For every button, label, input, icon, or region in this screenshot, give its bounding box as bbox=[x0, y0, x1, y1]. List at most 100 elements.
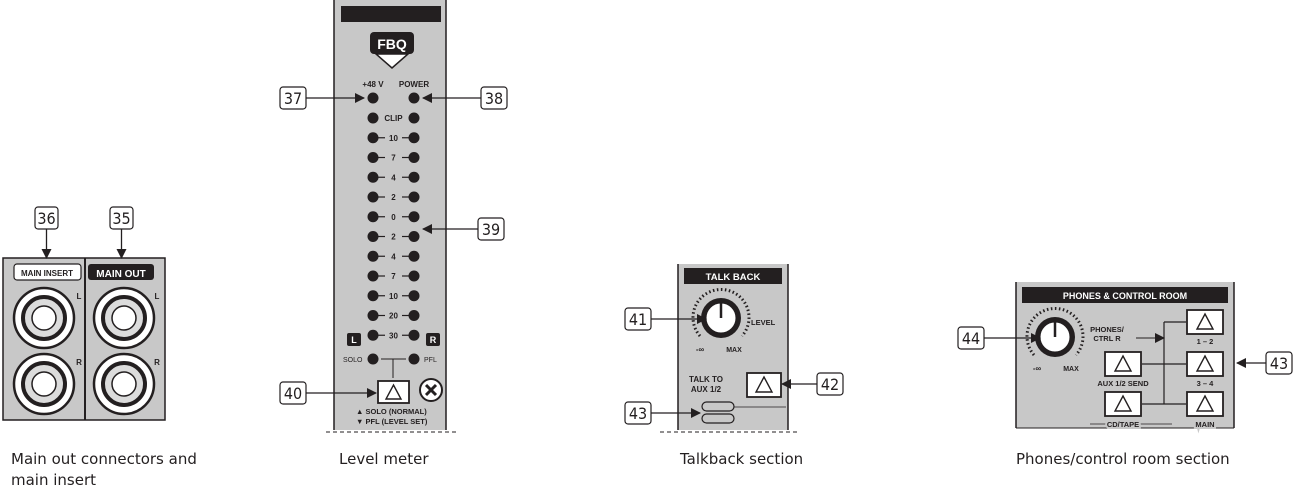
talkback-level-knob[interactable] bbox=[691, 287, 751, 338]
meter-level-label: CLIP bbox=[384, 114, 403, 123]
power-led bbox=[408, 92, 420, 104]
caption-phones: Phones/control room section bbox=[1016, 450, 1230, 468]
callout-43-talkback: 43 bbox=[624, 401, 701, 425]
callout-43-phones: 43 bbox=[1236, 351, 1293, 375]
meter-row: 0 bbox=[367, 211, 420, 223]
talk-to-aux-button[interactable] bbox=[746, 372, 782, 398]
solo-led bbox=[367, 353, 379, 365]
meter-row: 30 bbox=[367, 329, 420, 341]
main-insert-label-box bbox=[13, 263, 82, 281]
meter-level-label: 20 bbox=[389, 312, 398, 321]
meter-level-label: 7 bbox=[391, 154, 396, 163]
talkback-title-bar bbox=[684, 268, 782, 284]
meter-led-right bbox=[408, 270, 420, 282]
svg-text:37: 37 bbox=[284, 89, 302, 108]
callout-39: 39 bbox=[422, 217, 505, 241]
meter-level-label: 4 bbox=[391, 173, 396, 182]
main-out-label: MAIN OUT bbox=[96, 269, 145, 280]
callout-35: 35 bbox=[109, 206, 134, 259]
subgroup-12-label: 1 – 2 bbox=[1197, 337, 1214, 346]
meter-led-left bbox=[367, 191, 379, 203]
caption-level-meter: Level meter bbox=[339, 450, 429, 468]
svg-text:39: 39 bbox=[482, 220, 500, 239]
insert-jack-right[interactable] bbox=[12, 352, 76, 416]
meter-led-right bbox=[408, 191, 420, 203]
callout-38: 38 bbox=[422, 86, 508, 110]
svg-text:42: 42 bbox=[821, 375, 839, 394]
fbq-logo-text: FBQ bbox=[377, 36, 407, 52]
meter-led-right bbox=[408, 290, 420, 302]
callout-41: 41 bbox=[624, 307, 707, 331]
meter-row: 2 bbox=[367, 191, 420, 203]
meter-led-left bbox=[367, 270, 379, 282]
phillips-screw-icon bbox=[419, 378, 443, 402]
callout-42: 42 bbox=[781, 372, 844, 396]
meter-row: CLIP bbox=[367, 112, 420, 124]
meter-row: 4 bbox=[367, 171, 420, 183]
talkback-max-label: MAX bbox=[726, 347, 742, 354]
svg-text:40: 40 bbox=[284, 384, 302, 403]
aux-send-button[interactable] bbox=[1104, 351, 1142, 377]
out-right-marker: R bbox=[154, 358, 160, 367]
callout-37: 37 bbox=[279, 86, 365, 110]
meter-led-left bbox=[367, 310, 379, 321]
talkback-min-label: -∞ bbox=[696, 345, 705, 354]
talkback-panel: TALK BACK LEVEL -∞ MAX TALK TO AUX 1/2 bbox=[660, 264, 798, 433]
main-out-jack-right[interactable] bbox=[92, 352, 156, 416]
talk-to-label-2: AUX 1/2 bbox=[691, 385, 722, 394]
subgroup-34-button[interactable] bbox=[1186, 351, 1224, 377]
main-insert-label: MAIN INSERT bbox=[21, 269, 73, 278]
meter-row: 7 bbox=[367, 270, 420, 282]
meter-level-label: 2 bbox=[391, 193, 396, 202]
meter-level-label: 10 bbox=[389, 134, 398, 143]
svg-text:35: 35 bbox=[112, 209, 130, 228]
solo-note: ▲ SOLO (NORMAL) bbox=[356, 407, 427, 416]
meter-row: 20 bbox=[367, 310, 420, 321]
meter-led-right bbox=[408, 171, 420, 183]
meter-level-label: 0 bbox=[391, 213, 396, 222]
meter-led-right bbox=[408, 231, 420, 242]
meter-led-left bbox=[367, 112, 379, 124]
out-left-marker: L bbox=[155, 292, 160, 301]
meter-led-right bbox=[408, 112, 420, 124]
talk-to-label-1: TALK TO bbox=[689, 375, 723, 384]
phones-label-1: PHONES/ bbox=[1090, 325, 1125, 334]
meter-row: 2 bbox=[367, 231, 420, 242]
talkback-microphone-slots bbox=[701, 401, 735, 424]
insert-jack-left[interactable] bbox=[12, 286, 76, 350]
meter-led-left bbox=[367, 132, 379, 144]
meter-level-label: 4 bbox=[391, 252, 396, 261]
subgroup-12-button[interactable] bbox=[1186, 309, 1224, 335]
meter-led-left bbox=[367, 329, 379, 341]
meter-led-left bbox=[367, 152, 379, 163]
meter-row: 10 bbox=[367, 132, 420, 144]
talkback-level-label: LEVEL bbox=[751, 318, 776, 327]
main-out-jack-left[interactable] bbox=[92, 286, 156, 350]
svg-text:38: 38 bbox=[485, 89, 503, 108]
main-mix-button[interactable] bbox=[1186, 391, 1224, 417]
meter-led-left bbox=[367, 290, 379, 302]
meter-level-label: 2 bbox=[391, 233, 396, 242]
phantom-led bbox=[367, 92, 379, 104]
cd-tape-button[interactable] bbox=[1104, 391, 1142, 417]
phones-min-label: -∞ bbox=[1033, 364, 1042, 373]
meter-led-right bbox=[408, 211, 420, 223]
meter-led-right bbox=[408, 310, 420, 321]
phones-label-2: CTRL R bbox=[1093, 334, 1121, 343]
main-mix-label: MAIN bbox=[1195, 420, 1214, 429]
phones-max-label: MAX bbox=[1063, 366, 1079, 373]
pfl-note: ▼ PFL (LEVEL SET) bbox=[356, 417, 428, 426]
phantom-label: +48 V bbox=[362, 80, 384, 89]
phones-level-knob[interactable] bbox=[1025, 306, 1085, 357]
callout-36: 36 bbox=[34, 206, 59, 259]
svg-text:36: 36 bbox=[37, 209, 55, 228]
meter-led-right bbox=[408, 152, 420, 163]
phones-title: PHONES & CONTROL ROOM bbox=[1063, 291, 1187, 301]
svg-text:44: 44 bbox=[962, 329, 980, 348]
solo-mode-button[interactable] bbox=[377, 380, 410, 404]
meter-led-left bbox=[367, 231, 379, 242]
talkback-title: TALK BACK bbox=[706, 272, 761, 283]
caption-talkback: Talkback section bbox=[680, 450, 804, 468]
